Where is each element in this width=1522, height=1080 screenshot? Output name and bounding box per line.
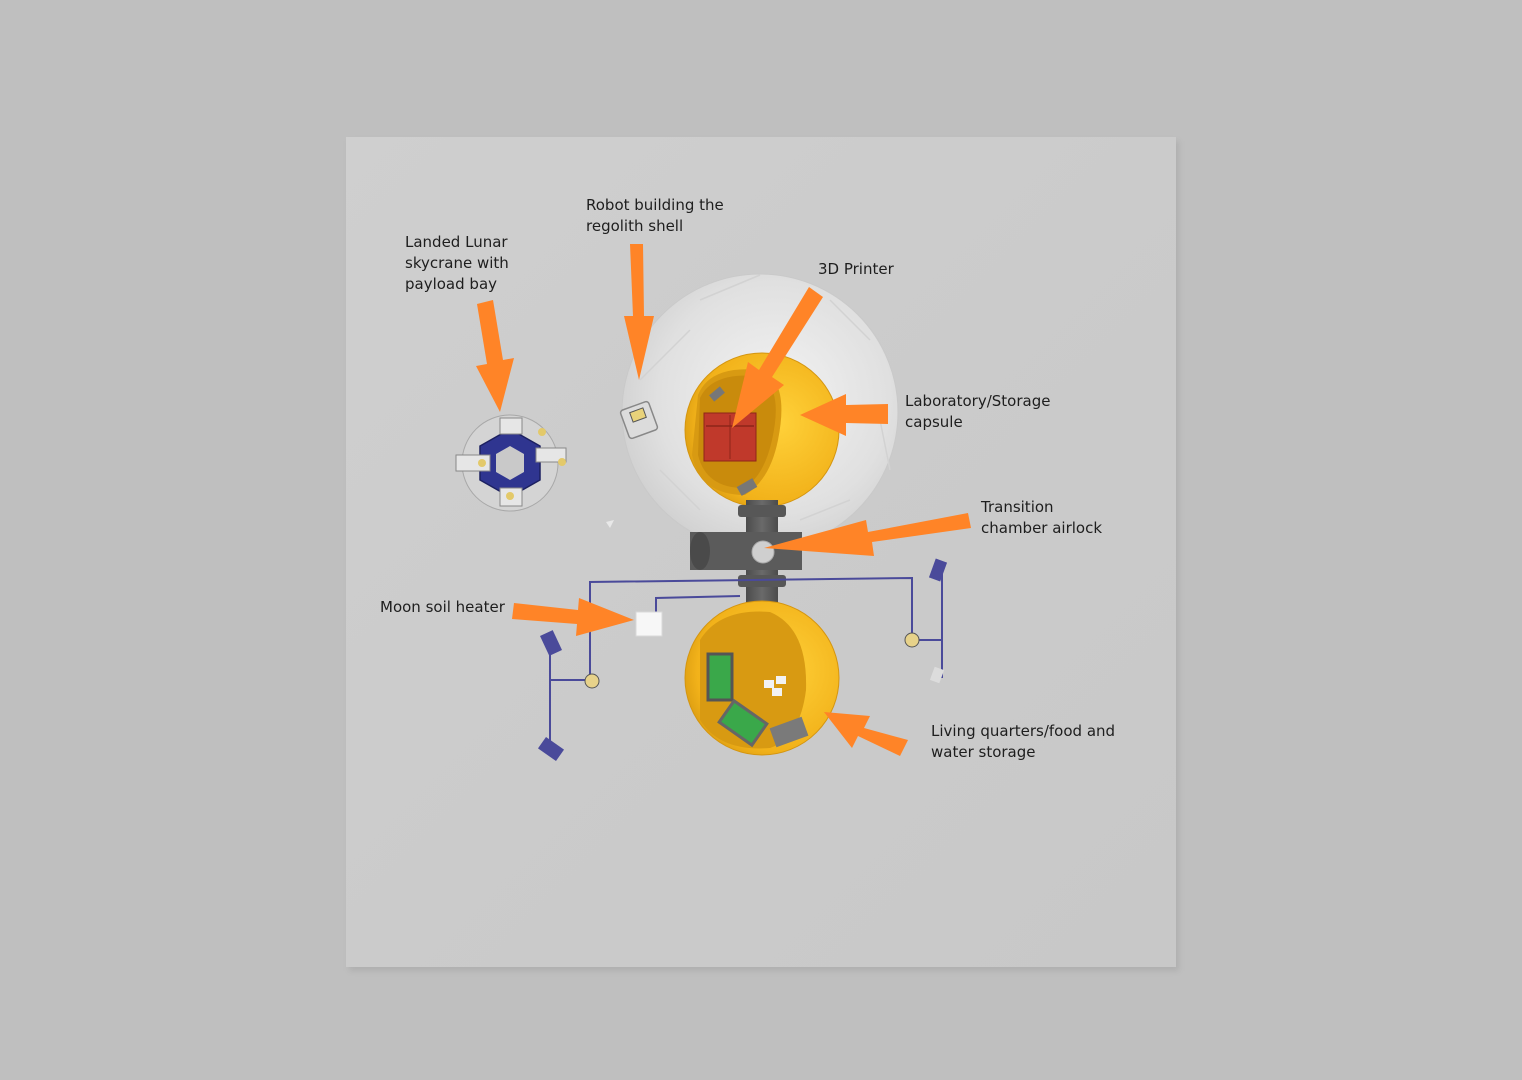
skycrane bbox=[455, 414, 567, 512]
living-capsule bbox=[684, 600, 840, 756]
debris bbox=[606, 520, 614, 528]
label-skycrane: Landed Lunar skycrane with payload bay bbox=[405, 233, 509, 293]
arrow-icon bbox=[624, 244, 654, 380]
label-printer: 3D Printer bbox=[818, 260, 894, 278]
arrow-icon bbox=[800, 394, 888, 436]
label-living: Living quarters/food and water storage bbox=[931, 722, 1116, 761]
callout-arrows bbox=[476, 244, 971, 756]
arrow-icon bbox=[764, 513, 971, 556]
label-lab: Laboratory/Storage capsule bbox=[905, 392, 1051, 431]
airlock-hatch bbox=[751, 540, 775, 564]
arrow-icon bbox=[824, 712, 908, 756]
arrow-icon bbox=[732, 287, 823, 428]
cable-pods bbox=[584, 632, 920, 689]
solar-panels bbox=[537, 558, 948, 762]
label-heater: Moon soil heater bbox=[380, 598, 505, 616]
robot bbox=[619, 400, 659, 440]
label-airlock: Transition chamber airlock bbox=[981, 498, 1103, 537]
arrow-icon bbox=[512, 598, 634, 636]
arrow-icon bbox=[476, 300, 514, 412]
label-robot: Robot building the regolith shell bbox=[586, 196, 724, 235]
